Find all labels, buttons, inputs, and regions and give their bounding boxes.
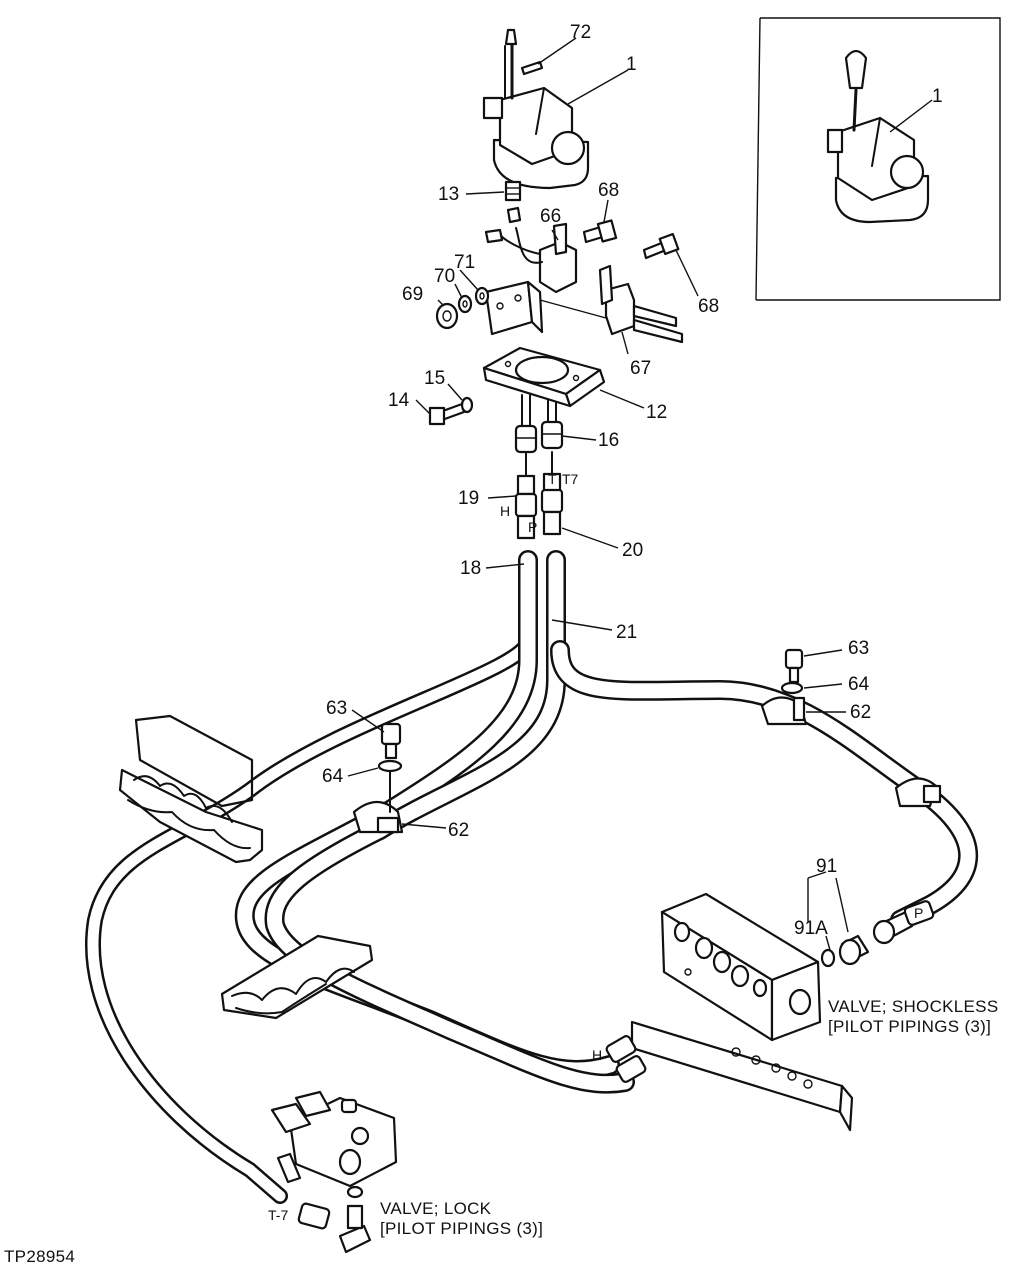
label-91: 91 [816, 856, 837, 877]
tag-p-upper: P [528, 519, 537, 535]
label-1-inset: 1 [932, 86, 943, 107]
hose-tags: T7 H P T P H T-7 [268, 471, 923, 1223]
label-72: 72 [570, 22, 591, 43]
inset-box [755, 17, 1001, 301]
tag-t7: T7 [562, 471, 579, 487]
shockless-valve [660, 892, 822, 1042]
washer-64-right [780, 681, 804, 695]
bolt-68-lower [642, 232, 680, 260]
caption-lock-1: VALVE; LOCK [380, 1199, 492, 1218]
part-labels: 72 1 1 13 66 68 71 70 69 68 67 15 14 12 … [322, 22, 943, 939]
label-64-right: 64 [848, 674, 870, 695]
caption-shockless-2: [PILOT PIPINGS (3)] [828, 1017, 991, 1036]
label-63-left: 63 [326, 698, 347, 719]
hose-end-fittings [514, 472, 564, 540]
label-14: 14 [388, 390, 410, 411]
clamp-62-right [760, 696, 942, 808]
label-70: 70 [434, 266, 455, 287]
leader-lines [347, 37, 933, 951]
hose-guard-lower [220, 934, 374, 1020]
mounting-bracket [630, 1020, 854, 1132]
label-67: 67 [630, 358, 651, 379]
label-69: 69 [402, 284, 423, 305]
label-62-left: 62 [448, 820, 469, 841]
tag-t7-lower: T-7 [268, 1207, 288, 1223]
washer-70 [457, 294, 473, 314]
label-91a: 91A [794, 918, 828, 939]
label-12: 12 [646, 402, 667, 423]
tag-h-upper: H [500, 503, 510, 519]
bolt-63-right [784, 648, 804, 684]
tag-p-right: P [914, 905, 923, 921]
hose-assemblies [85, 394, 979, 1204]
label-62-right: 62 [850, 702, 871, 723]
caption-lock-2: [PILOT PIPINGS (3)] [380, 1219, 543, 1238]
label-64-left: 64 [322, 766, 344, 787]
tag-t-upper: T [548, 471, 557, 487]
shockless-hose-fittings [605, 1035, 647, 1083]
fittings-16 [514, 420, 564, 454]
bolt-14 [428, 402, 466, 426]
pilot-valve [482, 28, 590, 190]
bracket [484, 280, 607, 336]
pin-72 [520, 60, 544, 76]
fitting-91 [820, 934, 870, 968]
hose-guard-handle [118, 714, 264, 864]
switch-66 [484, 206, 578, 294]
hose-end-p-right [872, 900, 935, 945]
label-13: 13 [438, 184, 459, 205]
lock-valve [270, 1090, 398, 1254]
bolt-13 [504, 180, 522, 202]
switch-67 [598, 264, 684, 344]
washer-64-left [377, 759, 403, 773]
nut-69 [435, 302, 459, 330]
caption-shockless-1: VALVE; SHOCKLESS [828, 997, 998, 1016]
bolt-68-upper [582, 219, 618, 244]
label-16: 16 [598, 430, 619, 451]
inset-pilot-valve [826, 49, 930, 224]
label-68-lower: 68 [698, 296, 719, 317]
label-63-right: 63 [848, 638, 869, 659]
label-20: 20 [622, 540, 643, 561]
label-71: 71 [454, 252, 475, 273]
figure-id: TP28954 [4, 1247, 75, 1266]
captions: VALVE; SHOCKLESS [PILOT PIPINGS (3)] VAL… [4, 997, 998, 1266]
label-1: 1 [626, 54, 637, 75]
label-21: 21 [616, 622, 637, 643]
label-66: 66 [540, 206, 561, 227]
label-19: 19 [458, 488, 479, 509]
washer-15 [460, 396, 474, 414]
tag-h-lower: H [592, 1047, 602, 1063]
bolt-63-left [380, 722, 402, 813]
label-68-upper: 68 [598, 180, 619, 201]
washer-71 [474, 286, 490, 306]
label-15: 15 [424, 368, 445, 389]
plate-12 [482, 346, 606, 408]
label-18: 18 [460, 558, 481, 579]
